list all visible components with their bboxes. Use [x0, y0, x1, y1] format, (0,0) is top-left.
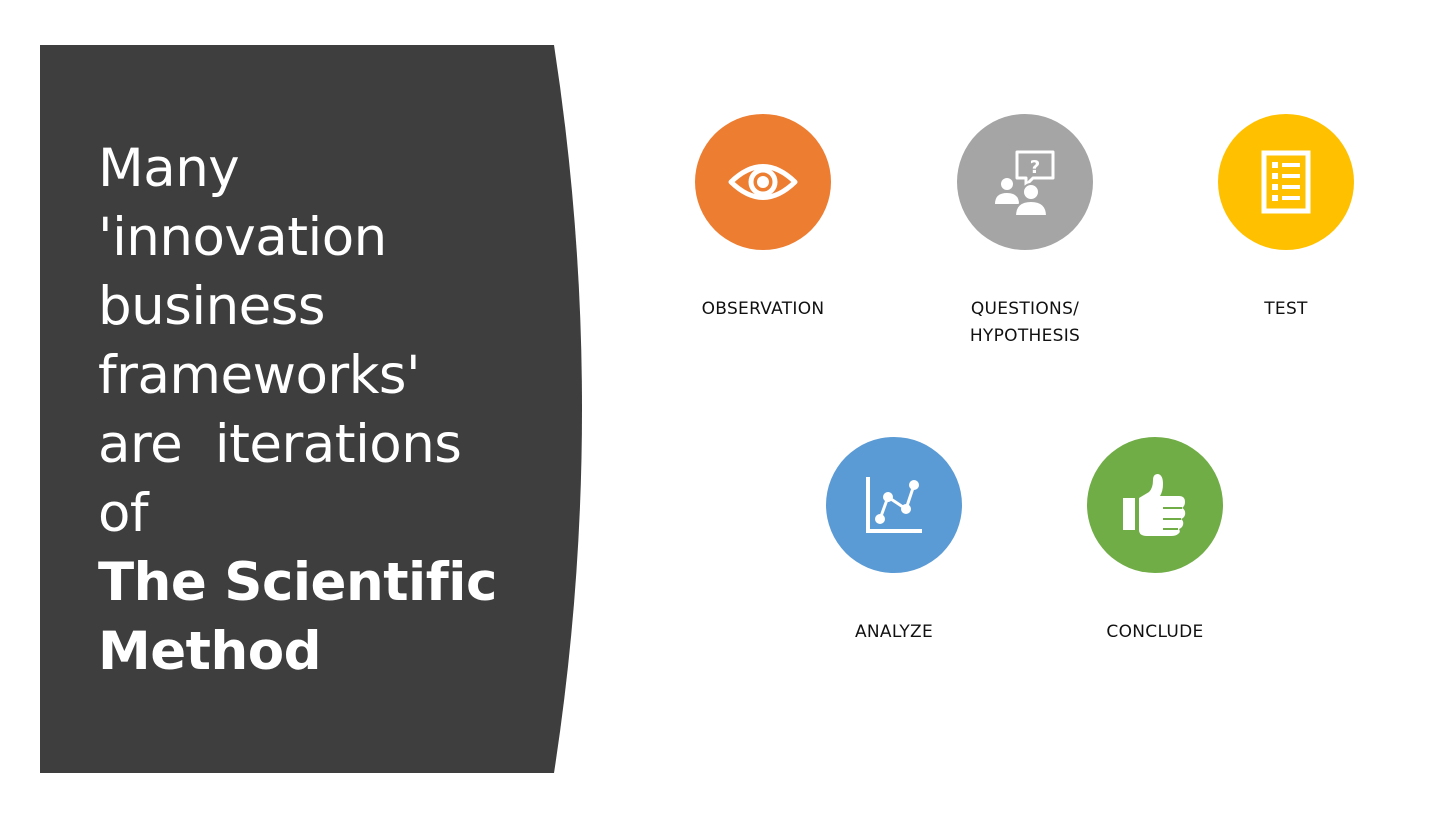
- step-test: TEST: [1186, 114, 1386, 323]
- step-label-line: OBSERVATION: [701, 299, 825, 319]
- headline-emphasis: Method: [98, 621, 322, 682]
- headline-line: 'innovation: [98, 207, 387, 268]
- step-label: ANALYZE: [794, 619, 994, 646]
- step-conclude: CONCLUDE: [1055, 437, 1255, 646]
- step-label-line: ANALYZE: [854, 622, 934, 642]
- headline-emphasis: The Scientific: [98, 552, 497, 613]
- headline-panel: [40, 45, 582, 773]
- step-circle: ?: [957, 114, 1093, 250]
- headline: Many 'innovation business frameworks' ar…: [98, 134, 538, 686]
- eye-icon: [728, 164, 798, 200]
- step-observation: OBSERVATION: [663, 114, 863, 323]
- headline-line: are iterations: [98, 414, 462, 475]
- step-circle: [695, 114, 831, 250]
- thumbs-up-icon: [1123, 474, 1186, 536]
- people-question-icon: ?: [995, 150, 1055, 216]
- headline-line: frameworks': [98, 345, 421, 406]
- step-questions-hypothesis: ? QUESTIONS/ HYPOTHESIS: [925, 114, 1125, 350]
- headline-line: Many: [98, 138, 240, 199]
- step-circle: [1087, 437, 1223, 573]
- headline-line: business: [98, 276, 326, 337]
- step-label-line: CONCLUDE: [1106, 622, 1204, 642]
- line-chart-icon: [866, 477, 922, 533]
- step-label: QUESTIONS/ HYPOTHESIS: [925, 296, 1125, 350]
- headline-line: of: [98, 483, 149, 544]
- step-analyze: ANALYZE: [794, 437, 994, 646]
- svg-text:?: ?: [1030, 157, 1040, 178]
- step-label-line: HYPOTHESIS: [969, 326, 1081, 346]
- checklist-icon: [1261, 150, 1311, 214]
- step-circle: [826, 437, 962, 573]
- step-circle: [1218, 114, 1354, 250]
- step-label: CONCLUDE: [1055, 619, 1255, 646]
- step-label-line: QUESTIONS/: [970, 299, 1080, 319]
- step-label: OBSERVATION: [663, 296, 863, 323]
- step-label-line: TEST: [1264, 299, 1308, 319]
- step-label: TEST: [1186, 296, 1386, 323]
